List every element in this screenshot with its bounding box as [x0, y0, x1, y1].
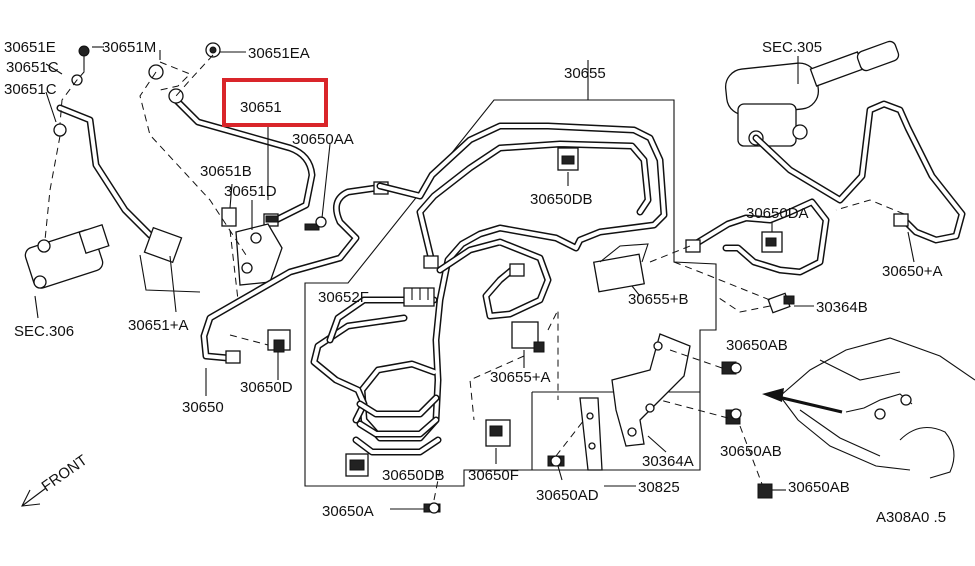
pipe-30650da-fitting: [685, 239, 701, 253]
label-sec305: SEC.305: [762, 39, 822, 56]
label-30651b: 30651B: [200, 163, 252, 180]
vehicle-location-sketch: [779, 337, 975, 479]
fitting-left: [423, 255, 439, 269]
clip-30650db-bottom: [345, 453, 369, 477]
damper-30655b: [592, 243, 649, 293]
label-30650ab-1: 30650AB: [726, 337, 788, 354]
label-30650db-bottom: 30650DB: [382, 467, 445, 484]
label-30651c-1: 30651C: [6, 59, 59, 76]
slave-cylinder-sec306: [24, 224, 110, 319]
clip-30650da: [761, 231, 783, 253]
label-30650db-top: 30650DB: [530, 191, 593, 208]
clutch-hose-30651-a: [56, 104, 201, 293]
label-30650ab-3: 30650AB: [788, 479, 850, 496]
label-30650ad: 30650AD: [536, 487, 599, 504]
highlight-box-30651: [222, 78, 328, 127]
bolt-30650ab-3: [757, 483, 773, 499]
label-30650d: 30650D: [240, 379, 293, 396]
bolt-30650a: [423, 502, 441, 514]
label-30650: 30650: [182, 399, 224, 416]
label-sec306: SEC.306: [14, 323, 74, 340]
label-reference: A308A0 .5: [876, 509, 946, 526]
label-30655: 30655: [564, 65, 606, 82]
bolt-30650ab-1: [721, 361, 742, 375]
clip-30650d: [267, 329, 291, 353]
bolt-30650ab-2: [725, 408, 742, 425]
label-30650-plus-a: 30650+A: [882, 263, 942, 280]
switch-30364b: [767, 292, 795, 314]
label-30650aa: 30650AA: [292, 131, 354, 148]
label-30650da: 30650DA: [746, 205, 809, 222]
label-30651m: 30651M: [102, 39, 156, 56]
fitting-mid: [509, 263, 525, 277]
block-30655a: [511, 321, 545, 353]
bolt-30650aa: [304, 216, 327, 231]
label-30650f: 30650F: [468, 467, 519, 484]
label-30651d: 30651D: [224, 183, 277, 200]
clip-30652f: [403, 287, 435, 307]
label-30650a: 30650A: [322, 503, 374, 520]
bracket-30364a: [611, 333, 691, 447]
label-30364a: 30364A: [642, 453, 694, 470]
label-30825: 30825: [638, 479, 680, 496]
bracket-30651b: [221, 207, 283, 286]
label-30651: 30651: [240, 99, 282, 116]
label-30651c-2: 30651C: [4, 81, 57, 98]
pipe-30650da: [685, 198, 830, 276]
pipe-30650-fitting: [225, 350, 241, 364]
label-30651e: 30651E: [4, 39, 56, 56]
hose-bracket-a: [143, 226, 183, 264]
clip-30650f: [485, 419, 511, 447]
pipe-30650-plus-a: [752, 100, 966, 244]
bleeder-30651ea: [205, 42, 221, 58]
pipe-30655-group-outline: [304, 99, 717, 487]
label-30655-plus-b: 30655+B: [628, 291, 688, 308]
front-arrow-icon: [21, 487, 47, 507]
pipe-30650-plus-a-fitting: [893, 213, 909, 227]
label-30655-plus-a: 30655+A: [490, 369, 550, 386]
label-30651ea: 30651EA: [248, 45, 310, 62]
label-30651-plus-a: 30651+A: [128, 317, 188, 334]
label-30650ab-2: 30650AB: [720, 443, 782, 460]
label-front: FRONT: [39, 452, 91, 496]
bracket-30825: [579, 397, 603, 471]
pipe-to-30655a: [423, 238, 552, 320]
location-arrow: [762, 388, 843, 414]
washer-30651c-2: [53, 123, 67, 137]
label-30652f: 30652F: [318, 289, 369, 306]
bolt-30650ad: [547, 455, 565, 467]
label-30364b: 30364B: [816, 299, 868, 316]
clip-30650db-top: [557, 147, 579, 171]
